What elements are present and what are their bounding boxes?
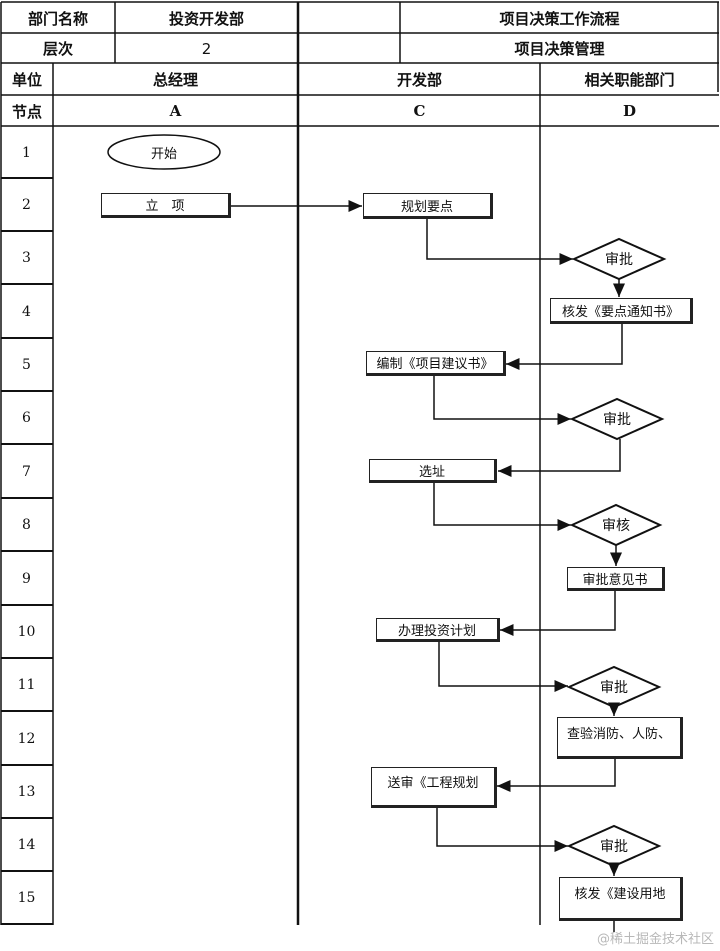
approval-opinion-box: 审批意见书 <box>567 567 665 591</box>
unit-label: 单位 <box>11 71 42 89</box>
approve-diamond-4 <box>566 824 662 868</box>
dept-name-value: 投资开发部 <box>168 9 244 28</box>
column-c-name: 开发部 <box>396 71 442 89</box>
row-number: 8 <box>22 517 31 533</box>
row-number: 2 <box>22 197 31 213</box>
row-number: 5 <box>22 357 31 373</box>
row-number: 10 <box>17 624 36 640</box>
approve-label-1: 审批 <box>605 252 633 268</box>
dept-name-label: 部门名称 <box>27 9 88 28</box>
start-terminal <box>107 134 221 170</box>
row-number: 11 <box>17 677 36 693</box>
approve-label-4: 审批 <box>600 839 628 855</box>
row-number: 4 <box>22 303 31 320</box>
level-value: 2 <box>201 39 212 58</box>
issue-notice-box: 核发《要点通知书》 <box>550 298 693 324</box>
row-number: 15 <box>17 890 36 906</box>
level-label: 层次 <box>42 40 73 58</box>
approve-label-2: 审批 <box>603 412 631 428</box>
inspection-box: 查验消防、人防、 <box>557 717 683 759</box>
column-c-code: C <box>413 102 426 120</box>
flow-connectors <box>229 200 625 932</box>
approve-diamond-1 <box>571 237 667 281</box>
flow-subtitle: 项目决策管理 <box>514 40 605 58</box>
row-number: 7 <box>22 463 31 480</box>
flow-title: 项目决策工作流程 <box>499 9 620 28</box>
approve-diamond-2 <box>569 397 665 441</box>
land-permit-box: 核发《建设用地 <box>559 877 683 921</box>
column-d-code: D <box>622 102 636 120</box>
start-label: 开始 <box>150 146 177 162</box>
row-number: 14 <box>17 837 36 853</box>
project-proposal-box: 编制《项目建议书》 <box>366 351 506 376</box>
row-number: 6 <box>22 410 31 426</box>
investment-plan-box: 办理投资计划 <box>376 618 500 642</box>
row-number: 9 <box>22 570 31 587</box>
watermark: @稀土掘金技术社区 <box>596 932 714 947</box>
column-a-code: A <box>169 102 182 120</box>
planning-points-box: 规划要点 <box>363 193 493 219</box>
node-label: 节点 <box>11 102 42 121</box>
site-selection-box: 选址 <box>369 459 497 483</box>
column-d-name: 相关职能部门 <box>584 71 675 89</box>
approve-label-3: 审批 <box>600 680 628 696</box>
review-label: 审核 <box>602 518 630 534</box>
row-number: 13 <box>17 784 36 800</box>
establish-project-box: 立 项 <box>101 193 231 218</box>
approve-diamond-3 <box>566 665 662 709</box>
row-number: 1 <box>22 144 31 161</box>
submit-plan-box: 送审《工程规划 <box>371 767 497 808</box>
review-diamond <box>569 503 663 547</box>
row-number: 12 <box>17 730 36 747</box>
column-a-name: 总经理 <box>152 71 198 89</box>
row-number: 3 <box>22 250 31 266</box>
